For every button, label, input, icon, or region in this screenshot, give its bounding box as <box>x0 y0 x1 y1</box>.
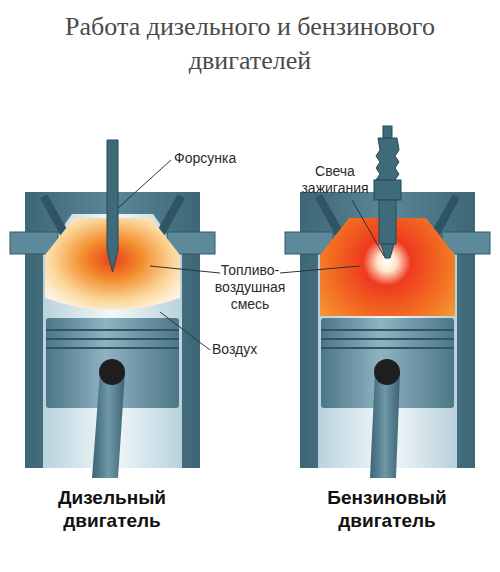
engine-caption: Бензиновый двигатель <box>297 486 477 532</box>
title: Работа дизельного и бензинового двигател… <box>40 10 460 78</box>
engine-caption: Дизельный двигатель <box>22 486 202 532</box>
part-label: Топливо- воздушная смесь <box>205 262 295 313</box>
part-label: Воздух <box>212 341 282 358</box>
leader-lines <box>118 160 384 350</box>
part-label: Форсунка <box>174 150 254 167</box>
part-label: Свеча зажигания <box>290 163 380 197</box>
